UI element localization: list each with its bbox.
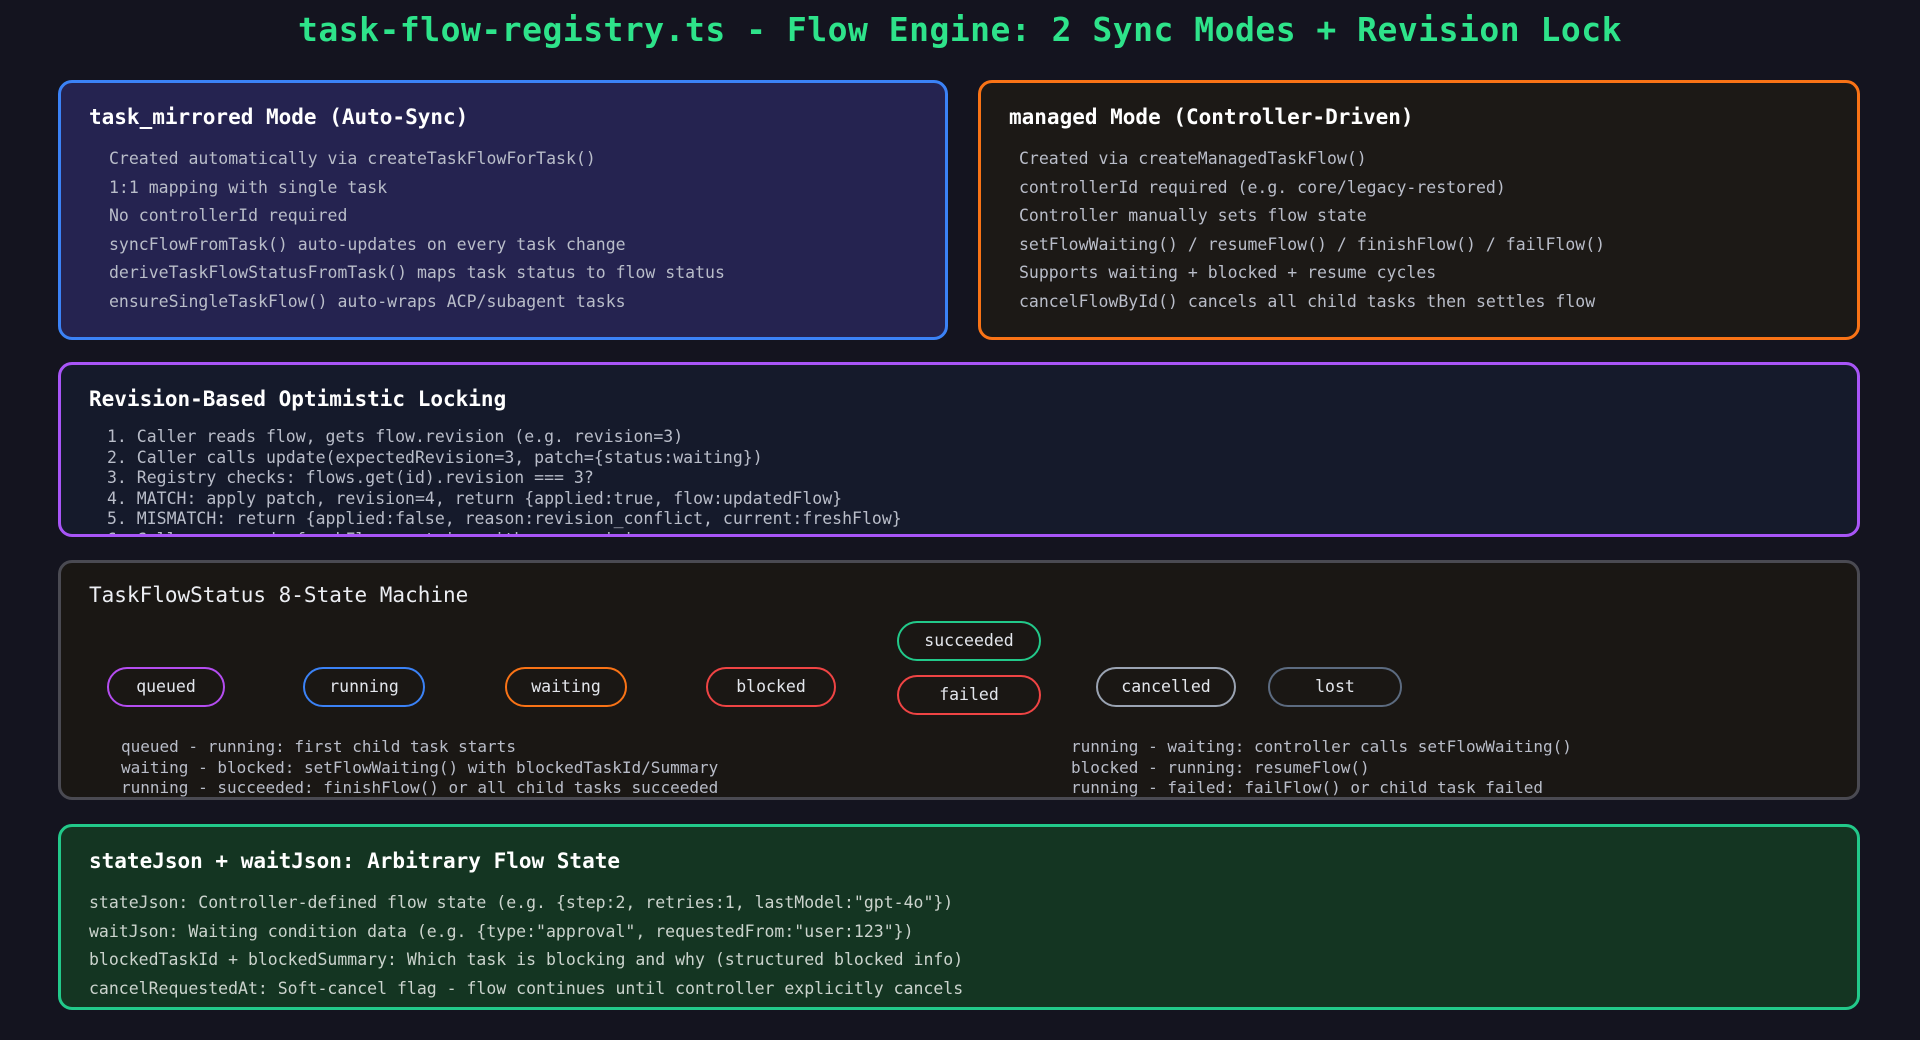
panel-revision-locking: Revision-Based Optimistic Locking 1. Cal… — [58, 362, 1860, 537]
panel-line: cancelFlowById() cancels all child tasks… — [1019, 291, 1596, 311]
panel-line: stateJson: Controller-defined flow state… — [89, 893, 954, 912]
panel-line: cancelRequestedAt: Soft-cancel flag - fl… — [89, 978, 964, 998]
panel-line: waitJson: Waiting condition data (e.g. {… — [89, 921, 914, 941]
panel-body-task-mirrored: Created automatically via createTaskFlow… — [89, 145, 917, 316]
panel-line: 1:1 mapping with single task — [109, 177, 388, 197]
transitions-right-column: running - waiting: controller calls setF… — [1071, 737, 1572, 801]
panel-state-machine: TaskFlowStatus 8-State Machine queued run… — [58, 560, 1860, 800]
panel-title-revision: Revision-Based Optimistic Locking — [89, 387, 507, 411]
state-badge-succeeded[interactable]: succeeded — [897, 621, 1041, 661]
panel-line: No controllerId required — [109, 206, 348, 225]
state-badge-cancelled[interactable]: cancelled — [1096, 667, 1236, 707]
revision-step: 1. Caller reads flow, gets flow.revision… — [107, 427, 684, 446]
panel-body-state-json: stateJson: Controller-defined flow state… — [89, 889, 1829, 1003]
transition-line: running - failed: failFlow() or child ta… — [1071, 778, 1544, 797]
panel-title-task-mirrored: task_mirrored Mode (Auto-Sync) — [89, 105, 469, 129]
panel-managed-mode: managed Mode (Controller-Driven) Created… — [978, 80, 1860, 340]
page-title: task-flow-registry.ts - Flow Engine: 2 S… — [298, 10, 1622, 49]
panel-line: setFlowWaiting() / resumeFlow() / finish… — [1019, 234, 1606, 254]
revision-step: 3. Registry checks: flows.get(id).revisi… — [107, 468, 594, 487]
state-badge-queued[interactable]: queued — [107, 667, 225, 707]
state-badge-waiting[interactable]: waiting — [505, 667, 627, 707]
state-badge-row: queued running waiting blocked succeeded fail… — [89, 621, 1829, 731]
panel-title-state-json: stateJson + waitJson: Arbitrary Flow Sta… — [89, 849, 621, 873]
state-badge-failed[interactable]: failed — [897, 675, 1041, 715]
transition-line: running - cancelled: cancelFlowById() (c… — [121, 799, 728, 801]
panel-line: blockedTaskId + blockedSummary: Which ta… — [89, 950, 964, 969]
panel-line: ensureSingleTaskFlow() auto-wraps ACP/su… — [109, 291, 626, 311]
revision-step: 2. Caller calls update(expectedRevision=… — [107, 447, 763, 467]
state-badge-running[interactable]: running — [303, 667, 425, 707]
panel-line: Created via createManagedTaskFlow() — [1019, 149, 1367, 168]
panel-task-mirrored-mode: task_mirrored Mode (Auto-Sync) Created a… — [58, 80, 948, 340]
state-badge-lost[interactable]: lost — [1268, 667, 1402, 707]
state-badge-blocked[interactable]: blocked — [706, 667, 836, 707]
panel-state-json: stateJson + waitJson: Arbitrary Flow Sta… — [58, 824, 1860, 1010]
panel-line: syncFlowFromTask() auto-updates on every… — [109, 234, 626, 254]
panel-title-state-machine: TaskFlowStatus 8-State Machine — [89, 583, 469, 607]
revision-step: 5. MISMATCH: return {applied:false, reas… — [107, 509, 902, 528]
revision-step: 6. Caller re-reads freshFlow, retries wi… — [107, 530, 1829, 535]
revision-step: 4. MATCH: apply patch, revision=4, retur… — [107, 488, 843, 508]
transition-line: running - succeeded: finishFlow() or all… — [121, 778, 719, 797]
panel-line: Controller manually sets flow state — [1019, 206, 1367, 225]
transition-line: running - waiting: controller calls setF… — [1071, 737, 1572, 756]
transition-line: queued - running: first child task start… — [121, 737, 516, 756]
panel-line: deriveTaskFlowStatusFromTask() maps task… — [109, 263, 725, 282]
transition-line: running - lost: child sessions disappear… — [1071, 799, 1572, 801]
panel-body-managed: Created via createManagedTaskFlow() cont… — [1009, 145, 1829, 316]
panel-title-managed: managed Mode (Controller-Driven) — [1009, 105, 1414, 129]
revision-steps-list: 1. Caller reads flow, gets flow.revision… — [107, 427, 1829, 535]
panel-line: Supports waiting + blocked + resume cycl… — [1019, 263, 1437, 282]
transitions-left-column: queued - running: first child task start… — [121, 737, 728, 801]
transition-line: blocked - running: resumeFlow() — [1071, 757, 1370, 777]
panel-line: Created automatically via createTaskFlow… — [109, 149, 596, 168]
panel-line: controllerId required (e.g. core/legacy-… — [1019, 177, 1506, 197]
transition-line: waiting - blocked: setFlowWaiting() with… — [121, 757, 719, 777]
